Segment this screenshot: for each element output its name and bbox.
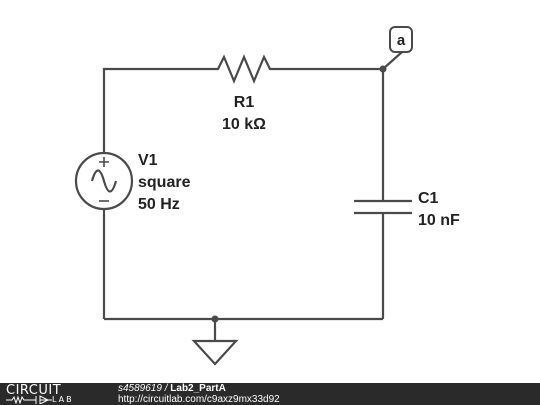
resistor-value: 10 kΩ (222, 116, 266, 133)
logo-squiggle-icon (6, 395, 52, 404)
user-id: s4589619 (118, 383, 162, 394)
resistor-name: R1 (234, 94, 255, 111)
node-a-leader (382, 51, 403, 70)
source-name: V1 (138, 152, 158, 169)
wire-top-left (102, 67, 212, 153)
sine-wave-icon (90, 169, 118, 193)
footer-bar: CIRCUIT LAB s4589619 / Lab2_PartA http:/… (0, 383, 540, 405)
footer-line-1: s4589619 / Lab2_PartA (118, 383, 280, 394)
node-a-label-box (389, 26, 413, 53)
logo-text-top: CIRCUIT (6, 383, 62, 398)
node-a-label: a (397, 32, 406, 49)
project-name[interactable]: Lab2_PartA (170, 383, 226, 394)
project-url[interactable]: http://circuitlab.com/c9axz9mx33d92 (118, 394, 280, 405)
capacitor-value: 10 nF (418, 212, 460, 229)
capacitor-name: C1 (418, 190, 439, 207)
plus-sign-icon (99, 157, 109, 167)
voltage-source-v1-symbol (74, 151, 134, 211)
footer-info: s4589619 / Lab2_PartA http://circuitlab.… (118, 383, 280, 405)
circuitlab-logo: CIRCUIT LAB (6, 383, 106, 405)
circuit-schematic: a R1 10 kΩ V1 square 50 Hz C1 10 nF (74, 26, 460, 366)
logo-text-bottom: LAB (52, 395, 74, 404)
source-frequency: 50 Hz (138, 196, 180, 213)
resistor-r1-symbol (212, 54, 276, 84)
ground-icon (191, 339, 239, 366)
path-separator: / (161, 383, 171, 394)
source-type: square (138, 174, 191, 191)
